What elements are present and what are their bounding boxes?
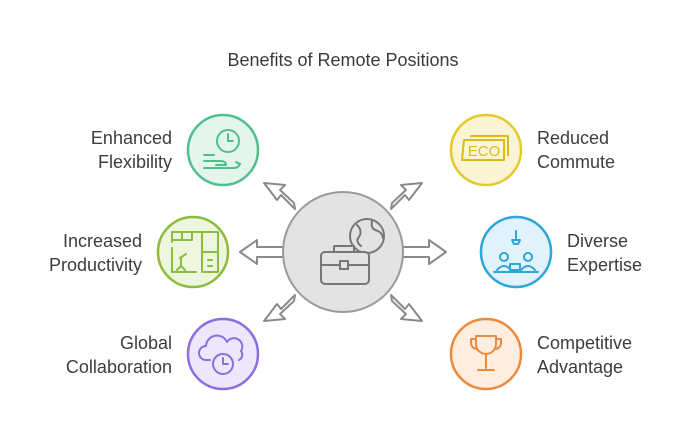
label-global-collaboration: Global Collaboration — [65, 333, 172, 377]
eco-sign-icon — [461, 135, 509, 161]
arrow-increased-productivity — [239, 239, 286, 265]
eco-text: ECO — [468, 143, 501, 160]
label-diverse-expertise: Diverse Expertise — [567, 231, 643, 275]
label-increased-productivity: Increased Productivity — [48, 231, 142, 275]
arrow-global-collaboration — [263, 294, 296, 322]
team-desk-icon — [493, 230, 539, 273]
briefcase-globe-icon — [320, 218, 385, 285]
label-reduced-commute: Reduced Commute — [537, 128, 616, 172]
icon-circle-increased-productivity — [156, 215, 230, 289]
floor-plan-icon — [171, 231, 219, 273]
arrow-diverse-expertise — [400, 239, 447, 265]
trophy-icon — [470, 335, 502, 371]
icon-circle-reduced-commute — [449, 113, 523, 187]
label-competitive-advantage: Competitive Advantage — [537, 333, 633, 377]
cloud-clock-icon — [198, 334, 244, 375]
clock-hand-icon — [203, 129, 241, 169]
diagram-title: Benefits of Remote Positions — [227, 50, 459, 70]
icon-circle-diverse-expertise — [479, 215, 553, 289]
arrow-enhanced-flexibility — [263, 182, 296, 210]
label-enhanced-flexibility: Enhanced Flexibility — [90, 128, 172, 172]
arrows — [239, 182, 447, 322]
arrow-reduced-commute — [390, 182, 423, 210]
arrow-competitive-advantage — [390, 294, 423, 322]
